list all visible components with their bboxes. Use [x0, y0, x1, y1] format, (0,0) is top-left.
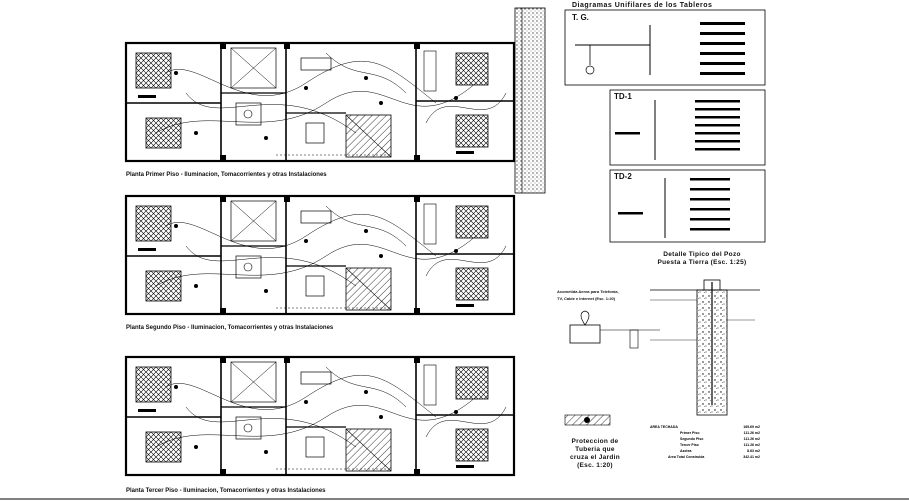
area-header-label: AREA TECHADA — [650, 425, 678, 429]
area-row: Segundo Piso 111.26 m2 — [650, 436, 760, 442]
area-row-value: 111.26 m2 — [743, 443, 760, 447]
riser-strip — [514, 7, 546, 194]
pipe-protection-line3: cruza el Jardin — [569, 454, 621, 461]
ground-well-title: Detalle Tipico del Pozo Puesta a Tierra … — [632, 251, 772, 267]
ground-well-detail — [650, 279, 760, 416]
plan-third-floor — [124, 355, 516, 477]
pipe-protection-line4: (Esc. 1:20) — [577, 462, 613, 469]
area-header-value: 165.69 m2 — [743, 425, 760, 429]
ground-well-title-line1: Detalle Tipico del Pozo — [663, 251, 741, 258]
area-row-value: 8.63 m2 — [747, 449, 760, 453]
board-td2-label: TD-2 — [614, 172, 632, 181]
area-row-label: Segundo Piso — [680, 437, 704, 441]
board-td1-box — [609, 89, 766, 166]
overhead-caption-line2: TV, Cable e Internet (Esc. 1:20) — [557, 296, 616, 301]
area-row-label: Azotea — [680, 449, 692, 453]
area-row-value: 111.26 m2 — [743, 437, 760, 441]
plan-second-floor — [124, 194, 516, 316]
board-td2-schematic — [618, 178, 730, 238]
board-tg-box — [564, 9, 766, 86]
pipe-protection-line1: Proteccion de — [571, 438, 619, 445]
area-row-value: 342.41 m2 — [743, 455, 760, 459]
overhead-caption-line1: Acometida Aerea para Telefonia, — [557, 289, 619, 294]
area-row: Tercer Piso 111.26 m2 — [650, 442, 760, 448]
overhead-connection-detail — [569, 310, 660, 349]
board-td1-schematic — [615, 100, 740, 160]
area-row: Primer Piso 111.26 m2 — [650, 430, 760, 436]
area-row-total: Area Total Construida 342.41 m2 — [650, 454, 760, 460]
plan-title-first-floor: Planta Primer Piso - Iluminacion, Tomaco… — [126, 172, 327, 178]
area-row-label: Tercer Piso — [680, 443, 699, 447]
area-row-label: Area Total Construida — [668, 455, 705, 459]
plan-first-floor — [124, 41, 516, 163]
pipe-protection-line2: Tuberia que — [575, 446, 615, 453]
pipe-protection-detail — [564, 414, 611, 426]
ground-well-title-line2: Puesta a Tierra (Esc. 1:25) — [657, 259, 747, 266]
area-row-value: 111.26 m2 — [743, 431, 760, 435]
area-table: AREA TECHADA 165.69 m2 Primer Piso 111.2… — [650, 424, 760, 460]
pipe-protection-title: Proteccion de Tuberia que cruza el Jardi… — [550, 438, 640, 470]
board-td1-label: TD-1 — [614, 92, 632, 101]
board-td2-box — [609, 169, 766, 243]
area-row-label: Primer Piso — [680, 431, 700, 435]
plan-title-third-floor: Planta Tercer Piso - Iluminacion, Tomaco… — [126, 488, 326, 494]
board-tg-schematic — [575, 22, 745, 75]
area-row: Azotea 8.63 m2 — [650, 448, 760, 454]
plan-title-second-floor: Planta Segundo Piso - Iluminacion, Tomac… — [126, 325, 334, 331]
area-header-row: AREA TECHADA 165.69 m2 — [650, 424, 760, 430]
diagrams-heading: Diagramas Unifilares de los Tableros — [572, 2, 713, 9]
board-tg-label: T. G. — [572, 13, 589, 22]
